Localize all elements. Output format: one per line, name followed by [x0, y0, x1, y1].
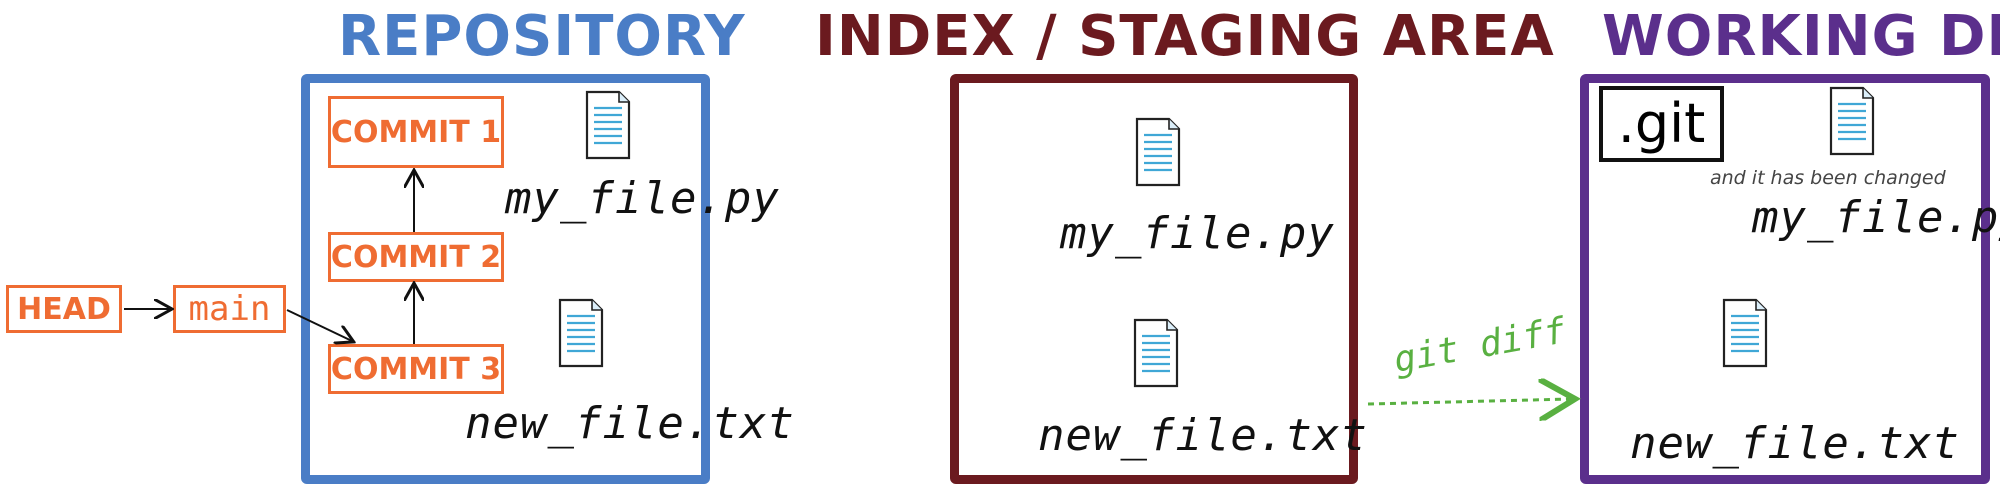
working-file-py: my_file.py	[1752, 192, 2000, 243]
repository-box	[301, 74, 710, 484]
index-file-txt: new_file.txt	[1038, 410, 1368, 461]
commit-3: COMMIT 3	[328, 344, 504, 394]
index-file-py: my_file.py	[1060, 208, 1335, 259]
git-folder: .git	[1599, 86, 1724, 162]
repository-title: REPOSITORY	[338, 4, 746, 69]
working-dir-title: WORKING DIR	[1602, 4, 2000, 69]
repository-file-py: my_file.py	[505, 173, 780, 224]
main-to-commit3-arrow	[286, 309, 352, 341]
repository-file-txt: new_file.txt	[465, 398, 795, 449]
document-icon	[585, 90, 631, 160]
document-icon	[1829, 86, 1875, 156]
index-box	[950, 74, 1358, 484]
main-branch-ref: main	[173, 285, 286, 333]
document-icon	[1133, 318, 1179, 388]
index-title: INDEX / STAGING AREA	[815, 4, 1555, 69]
commit-1: COMMIT 1	[328, 96, 504, 168]
document-icon	[558, 298, 604, 368]
working-file-txt: new_file.txt	[1630, 418, 1960, 469]
changed-note: and it has been changed	[1710, 167, 1946, 189]
head-ref: HEAD	[6, 285, 122, 333]
commit-2: COMMIT 2	[328, 232, 504, 282]
main-branch-label: main	[188, 289, 271, 329]
working-dir-box	[1580, 74, 1990, 484]
document-icon	[1135, 117, 1181, 187]
git-diff-arrow	[1367, 399, 1572, 404]
document-icon	[1722, 298, 1768, 368]
